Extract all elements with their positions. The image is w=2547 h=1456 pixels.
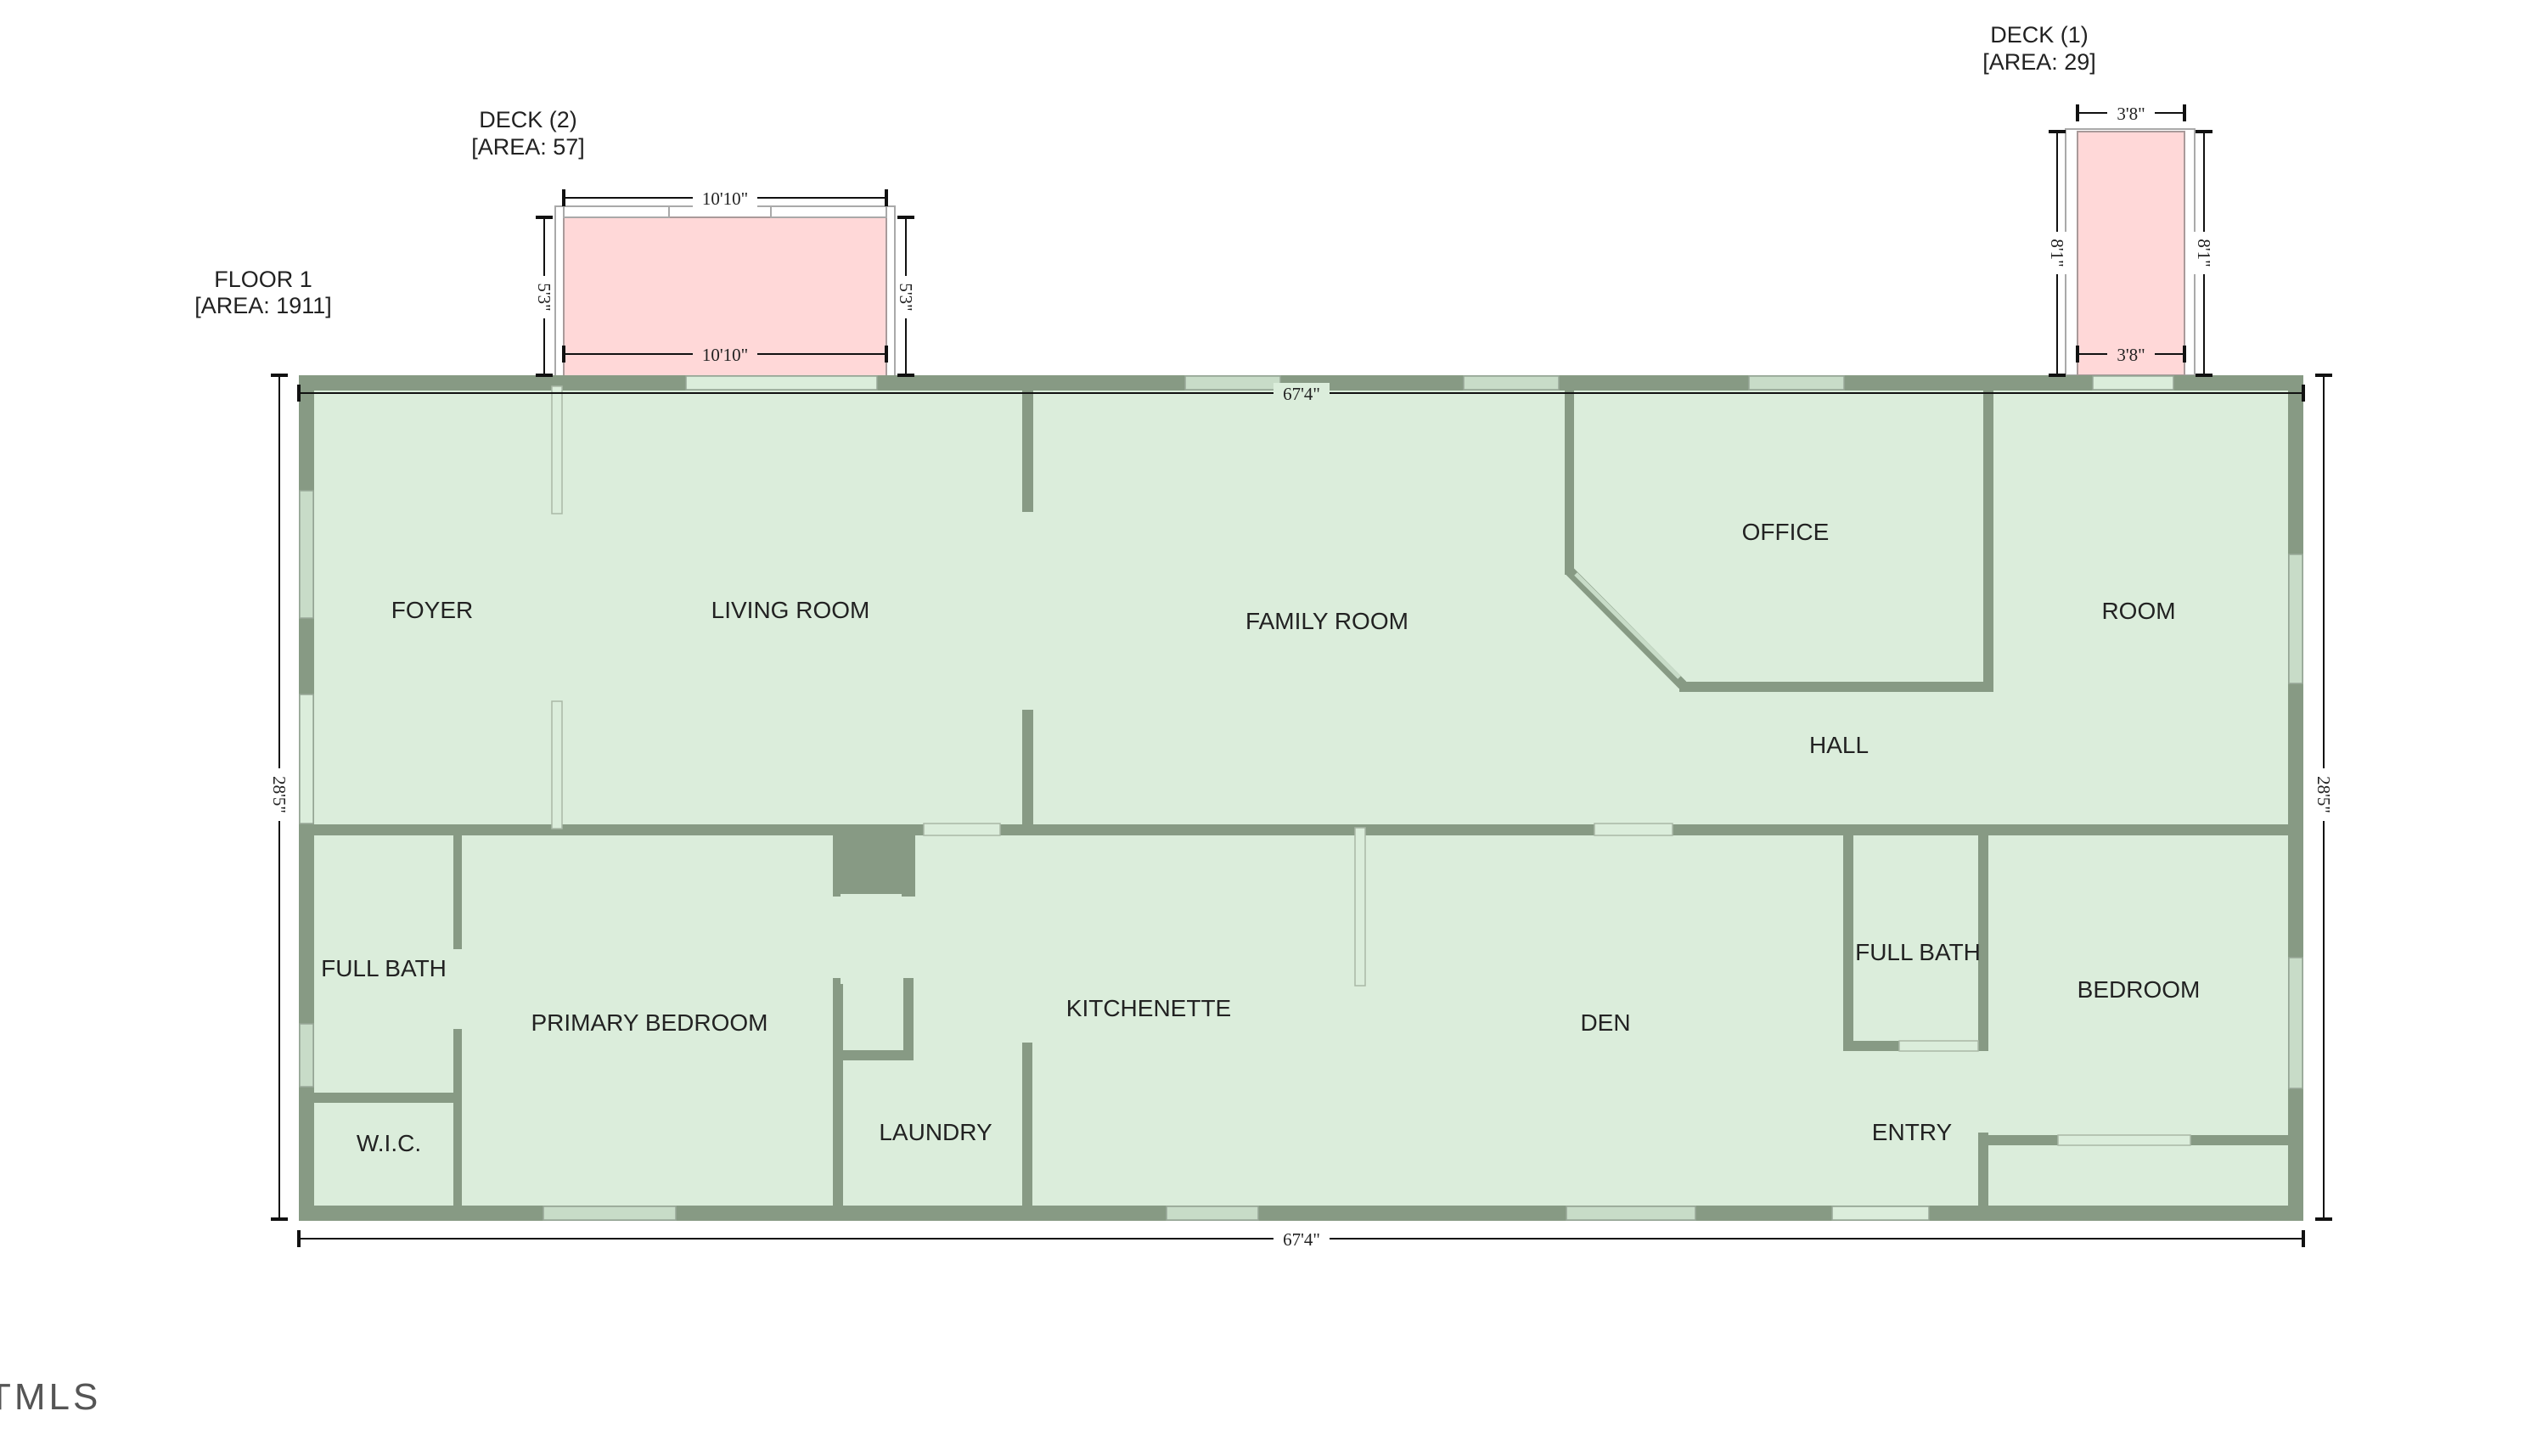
room-label-foyer: FOYER	[391, 597, 473, 623]
dim-deck2-width-inner: 10'10"	[702, 345, 748, 365]
dim-overall-width-bottom: 67'4"	[1283, 1229, 1320, 1250]
room-label-wic: W.I.C.	[357, 1130, 421, 1156]
dim-deck1-height-right: 8'1"	[2194, 239, 2214, 267]
deck1-title: DECK (1)	[1990, 22, 2089, 48]
room-label-family-room: FAMILY ROOM	[1245, 608, 1408, 634]
office-angled-wall	[1565, 566, 1687, 689]
room-label-hall: HALL	[1809, 732, 1869, 758]
room-label-kitchenette: KITCHENETTE	[1066, 995, 1231, 1021]
office-angled-wall-inner	[1574, 572, 1681, 679]
room-labels: FOYER LIVING ROOM FAMILY ROOM OFFICE ROO…	[321, 519, 2200, 1156]
room-label-full-bath-left: FULL BATH	[321, 955, 447, 981]
dim-deck2-height-right: 5'3"	[896, 283, 916, 311]
room-label-living-room: LIVING ROOM	[711, 597, 870, 623]
deck2-area: [AREA: 57]	[471, 134, 585, 160]
area-titles: FLOOR 1 [AREA: 1911] DECK (2) [AREA: 57]…	[194, 22, 2096, 318]
deck-1	[2065, 128, 2196, 376]
dim-deck2-height-left: 5'3"	[534, 283, 554, 311]
floor-area	[299, 378, 2303, 1220]
floor1-area: [AREA: 1911]	[194, 293, 332, 318]
dimension-labels: 67'4" 67'4" 28'5" 28'5" 10'10" 10'10" 5'…	[269, 103, 2334, 1250]
room-label-primary-bedroom: PRIMARY BEDROOM	[531, 1009, 767, 1036]
dim-deck1-width-top: 3'8"	[2117, 104, 2145, 124]
interior-walls	[299, 386, 2303, 1214]
room-label-den: DEN	[1580, 1009, 1630, 1036]
deck1-area: [AREA: 29]	[1982, 49, 2096, 75]
openings	[551, 385, 2191, 1146]
watermark-logo: TMLS	[0, 1376, 101, 1418]
room-label-full-bath-right: FULL BATH	[1855, 939, 1981, 965]
deck2-title: DECK (2)	[479, 107, 577, 132]
dim-deck1-width-inner: 3'8"	[2117, 345, 2145, 365]
dim-overall-height-right: 28'5"	[2314, 776, 2334, 813]
floor1-title: FLOOR 1	[214, 267, 312, 292]
room-label-bedroom: BEDROOM	[2078, 976, 2201, 1003]
dim-overall-height-left: 28'5"	[269, 776, 290, 813]
room-label-entry: ENTRY	[1872, 1119, 1953, 1145]
dim-deck2-width-top: 10'10"	[702, 188, 748, 209]
dim-overall-width-top: 67'4"	[1283, 384, 1320, 404]
room-label-office: OFFICE	[1742, 519, 1830, 545]
room-label-room: ROOM	[2101, 598, 2175, 624]
dim-deck1-height-left: 8'1"	[2047, 239, 2067, 267]
room-label-laundry: LAUNDRY	[879, 1119, 992, 1145]
